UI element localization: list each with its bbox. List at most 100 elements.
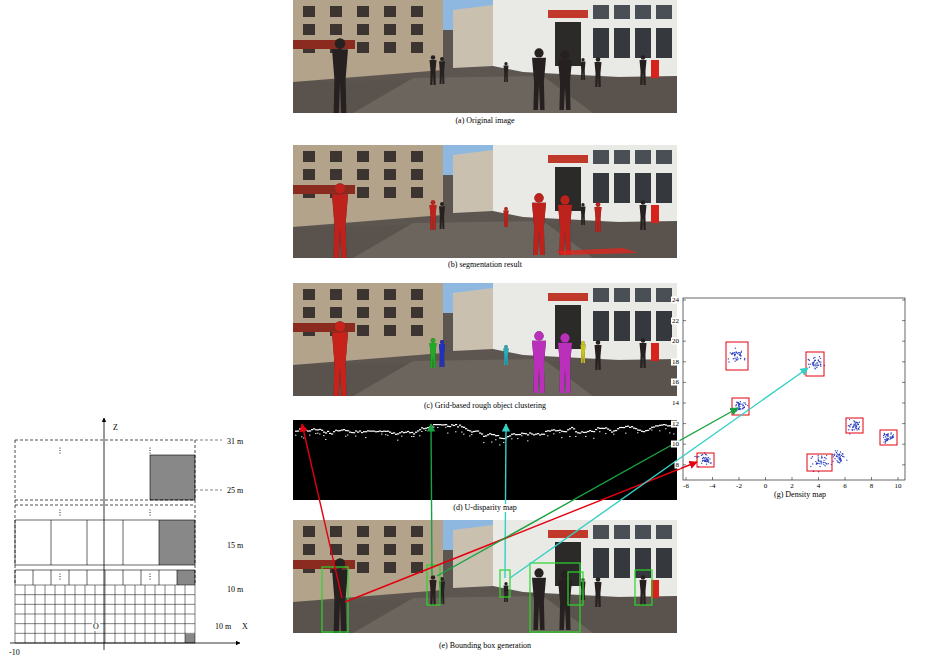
- bounding-box: [568, 572, 583, 605]
- axis-tick: 18: [671, 358, 680, 365]
- person-figure: [439, 340, 445, 367]
- leader-arrow: [431, 424, 432, 576]
- person-figure: [581, 341, 586, 363]
- person-figure: [640, 338, 647, 368]
- street-photo: [293, 145, 677, 258]
- leader-arrow: [510, 368, 808, 578]
- axis-tick: 4: [816, 483, 822, 490]
- caption: (a) Original image: [454, 117, 515, 125]
- person-figure: [332, 321, 348, 396]
- density-plot: [683, 298, 905, 480]
- person-figure: [595, 340, 602, 370]
- person-figure: [430, 338, 437, 368]
- person-figure: [430, 338, 437, 368]
- person-figure: [581, 203, 586, 225]
- bounding-box: [635, 570, 652, 605]
- bounding-box: [530, 563, 580, 632]
- person-figure: [581, 341, 586, 363]
- axis-tick: 22: [671, 317, 680, 324]
- person-figure: [532, 331, 546, 393]
- bounding-box: [322, 567, 348, 632]
- axis-tick: 10: [894, 483, 903, 490]
- leader-arrow: [505, 424, 506, 578]
- person-figure: [595, 202, 602, 232]
- axis-tick: 8: [869, 483, 875, 490]
- person-figure: [532, 568, 546, 630]
- range-label: 10 m: [226, 586, 244, 594]
- person-figure: [439, 340, 445, 367]
- street-photo: [293, 283, 677, 396]
- person-figure: [332, 321, 348, 396]
- street-photo: [293, 520, 677, 633]
- origin-label: O: [92, 623, 100, 631]
- cluster-box: [732, 398, 749, 415]
- person-figure: [332, 183, 348, 258]
- person-figure: [558, 570, 572, 630]
- axis-tick: -10: [8, 649, 21, 657]
- street-photo: [293, 0, 677, 113]
- person-figure: [640, 55, 647, 85]
- leader-arrow: [302, 424, 342, 598]
- person-figure: [558, 195, 572, 255]
- bounding-box: [427, 565, 440, 605]
- range-label: 25 m: [226, 487, 244, 495]
- person-figure: [504, 582, 509, 602]
- person-figure: [595, 577, 602, 607]
- u-disparity-map: [293, 420, 677, 500]
- person-figure: [558, 333, 572, 393]
- axis-tick: 8: [675, 461, 681, 468]
- person-figure: [504, 207, 509, 227]
- person-figure: [332, 38, 348, 113]
- cluster-box: [807, 454, 832, 471]
- correspondence-arrows: [302, 368, 808, 602]
- person-figure: [504, 345, 509, 365]
- caption: (g) Density map: [773, 491, 827, 499]
- person-figure: [558, 50, 572, 110]
- caption: (b) segmentation result: [447, 261, 523, 269]
- person-figure: [595, 57, 602, 87]
- axis-tick: 10: [671, 441, 680, 448]
- leader-arrow: [437, 408, 738, 576]
- person-figure: [532, 193, 546, 255]
- person-figure: [430, 200, 437, 230]
- axis-tick: 24: [671, 297, 680, 304]
- person-figure: [558, 195, 572, 255]
- caption: (d) U-disparity map: [452, 504, 518, 512]
- axis-tick: -4: [709, 483, 717, 490]
- range-label: 10 m: [214, 623, 232, 631]
- person-figure: [430, 575, 437, 605]
- person-figure: [430, 55, 437, 85]
- person-figure: [439, 202, 445, 229]
- person-figure: [430, 200, 437, 230]
- axis-tick: 20: [671, 338, 680, 345]
- person-figure: [439, 57, 445, 84]
- axis-label: X: [241, 623, 249, 631]
- person-figure: [504, 345, 509, 365]
- cluster-box: [880, 430, 897, 445]
- person-figure: [581, 58, 586, 80]
- axis-label: Z: [112, 424, 119, 432]
- person-figure: [332, 558, 348, 633]
- caption: (c) Grid-based rough object clustering: [423, 402, 547, 410]
- axis-tick: 16: [671, 379, 680, 386]
- axis-tick: -2: [735, 483, 743, 490]
- person-figure: [532, 193, 546, 255]
- person-figure: [532, 48, 546, 110]
- range-label: 15 m: [226, 542, 244, 550]
- cluster-box: [697, 453, 714, 467]
- caption: (e) Bounding box generation: [438, 642, 532, 650]
- cluster-box: [846, 418, 863, 433]
- axis-tick: 6: [842, 483, 848, 490]
- person-figure: [504, 207, 509, 227]
- person-figure: [504, 62, 509, 82]
- range-grid: [10, 418, 240, 650]
- person-figure: [558, 333, 572, 393]
- person-figure: [640, 200, 647, 230]
- axis-tick: 0: [763, 483, 769, 490]
- cluster-box: [806, 352, 824, 376]
- person-figure: [595, 202, 602, 232]
- cluster-box: [726, 342, 748, 370]
- axis-tick: -6: [682, 483, 690, 490]
- person-figure: [640, 575, 647, 605]
